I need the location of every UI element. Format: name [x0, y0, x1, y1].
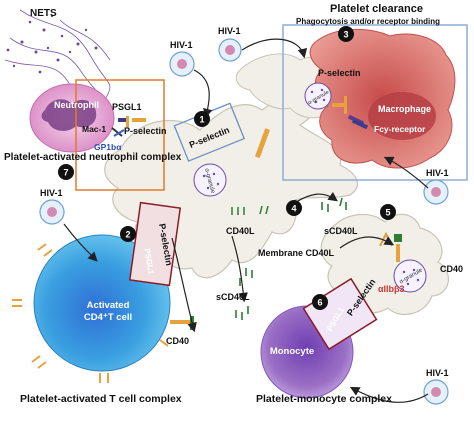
- step-label: 1: [199, 115, 204, 125]
- platelet-clearance-subtitle: Phagocytosis and/or receptor binding: [296, 17, 440, 26]
- hiv-label-bottom-right: HIV-1: [426, 368, 449, 378]
- monocyte-label: Monocyte: [270, 346, 314, 357]
- process-arrows: [63, 38, 429, 403]
- cd40l-label: CD40L: [226, 226, 255, 236]
- gp1b-label: GP1bα: [94, 142, 122, 152]
- alpha-granule-center-icon: [193, 163, 227, 197]
- mac1-label: Mac-1: [82, 124, 106, 134]
- hiv-label-top-left: HIV-1: [170, 40, 193, 50]
- scd40l-fragments: [235, 197, 347, 320]
- step-label: 2: [125, 230, 130, 240]
- psgl1-neutrophil-label: PSGL1: [112, 102, 142, 112]
- alpha-granule-right-icon: [393, 259, 427, 293]
- scd40l-top-label: sCD40L: [324, 226, 358, 236]
- nets-label: NETS: [30, 8, 57, 19]
- activated-tcell-label-line2: CD4⁺T cell: [84, 312, 132, 323]
- platelet-clearance-title: Platelet clearance: [330, 3, 423, 15]
- step-label: 7: [63, 168, 68, 178]
- tcell-receptors: [12, 243, 169, 383]
- monocyte-complex-box: [302, 277, 378, 351]
- step-label: 6: [317, 298, 322, 308]
- pselectin-platelet-icon: [254, 128, 270, 159]
- macrophage-nucleus: [368, 92, 436, 140]
- tcell-complex-label: Platelet-activated T cell complex: [20, 393, 182, 405]
- aiib3-label: αIIbβ3: [378, 284, 405, 294]
- cd40-right-label: CD40: [440, 264, 463, 274]
- pselectin-neutrophil-label: P-selectin: [124, 126, 167, 136]
- hiv-label-right: HIV-1: [426, 168, 449, 178]
- step-circles: 1 2 3 4 5 6 7: [58, 26, 396, 310]
- pselectin-macrophage-label: P-selectin: [318, 68, 361, 78]
- alpha-granule-macrophage-icon: [304, 82, 332, 110]
- fcy-receptor-label: Fcy-receptor: [374, 124, 426, 134]
- step-label: 5: [385, 208, 390, 218]
- hiv-virus-icons: [39, 38, 449, 405]
- monocyte-complex-label: Platelet-monocyte complex: [256, 393, 392, 405]
- hiv-label-left: HIV-1: [40, 188, 63, 198]
- macrophage-label: Macrophage: [378, 104, 431, 114]
- neutrophil-complex-box: [75, 79, 165, 191]
- neutrophil-complex-label: Platelet-activated neutrophil complex: [4, 152, 182, 163]
- nets-dots: [6, 14, 98, 74]
- neutrophil-nucleus: [41, 99, 97, 131]
- membrane-cd40l-label: Membrane CD40L: [258, 248, 335, 258]
- step-label: 4: [291, 204, 296, 214]
- activated-tcell-label-line1: Activated: [87, 300, 130, 311]
- platelet-clearance-box: [282, 24, 468, 181]
- scd40l-mid-label: sCD40L: [216, 292, 250, 302]
- cd40l-icons: [231, 205, 269, 215]
- step-label: 3: [343, 30, 348, 40]
- hiv-label-top-center: HIV-1: [218, 26, 241, 36]
- cd40-tcell-label: CD40: [166, 336, 189, 346]
- neutrophil-label: Neutrophil: [54, 100, 99, 110]
- pselectin-macrophage-icon: [332, 103, 346, 107]
